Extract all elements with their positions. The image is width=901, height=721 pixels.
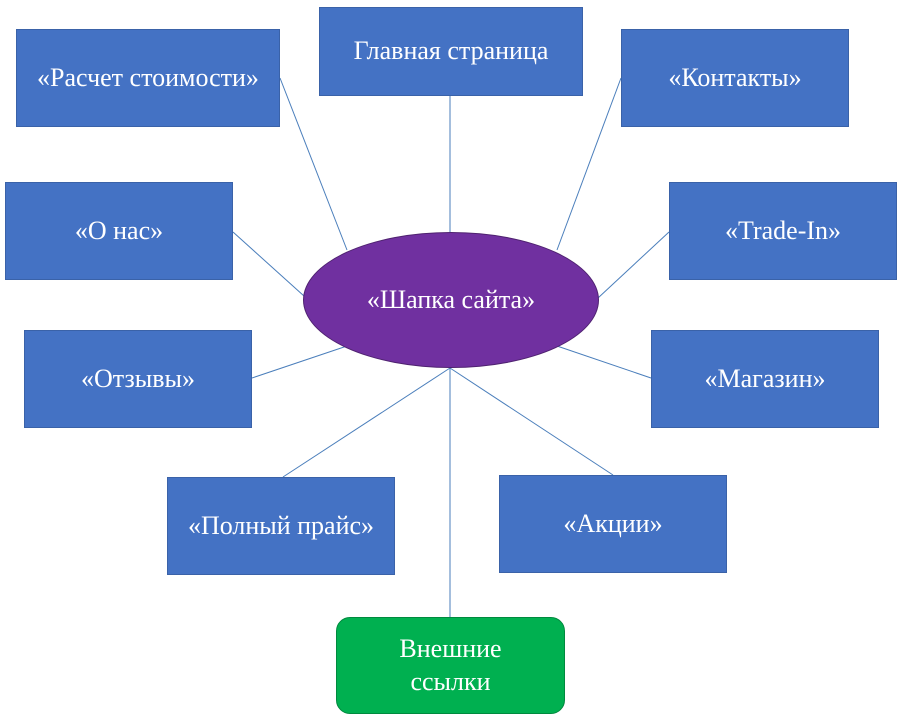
node-about: «О нас» bbox=[5, 182, 233, 280]
center-node-label: «Шапка сайта» bbox=[366, 284, 536, 314]
connector-shop bbox=[556, 345, 652, 379]
node-cost-label: «Расчет стоимости» bbox=[37, 62, 259, 92]
connector-tradein bbox=[597, 231, 670, 299]
node-promo-label: «Акции» bbox=[563, 508, 663, 538]
node-shop-label: «Магазин» bbox=[704, 363, 826, 393]
node-cost: «Расчет стоимости» bbox=[16, 29, 280, 127]
connector-promo bbox=[449, 367, 614, 476]
node-reviews: «Отзывы» bbox=[24, 330, 252, 428]
node-external: Внешние ссылки bbox=[336, 617, 565, 714]
connector-cost bbox=[279, 77, 348, 251]
node-promo: «Акции» bbox=[499, 475, 727, 573]
node-price: «Полный прайс» bbox=[167, 477, 395, 575]
node-price-label: «Полный прайс» bbox=[187, 510, 375, 540]
node-reviews-label: «Отзывы» bbox=[81, 363, 195, 393]
node-home-label: Главная страница bbox=[353, 36, 549, 66]
node-about-label: «О нас» bbox=[74, 215, 164, 245]
connector-contacts bbox=[556, 77, 622, 251]
connector-price bbox=[282, 367, 451, 478]
node-contacts: «Контакты» bbox=[621, 29, 849, 127]
node-home: Главная страница bbox=[319, 7, 583, 96]
connector-about bbox=[232, 231, 305, 297]
node-external-label: Внешние ссылки bbox=[399, 634, 502, 696]
center-node: «Шапка сайта» bbox=[303, 232, 599, 368]
node-tradein: «Trade-In» bbox=[669, 182, 897, 280]
node-tradein-label: «Trade-In» bbox=[724, 215, 842, 245]
node-shop: «Магазин» bbox=[651, 330, 879, 428]
node-contacts-label: «Контакты» bbox=[668, 62, 802, 92]
connector-reviews bbox=[251, 345, 348, 379]
